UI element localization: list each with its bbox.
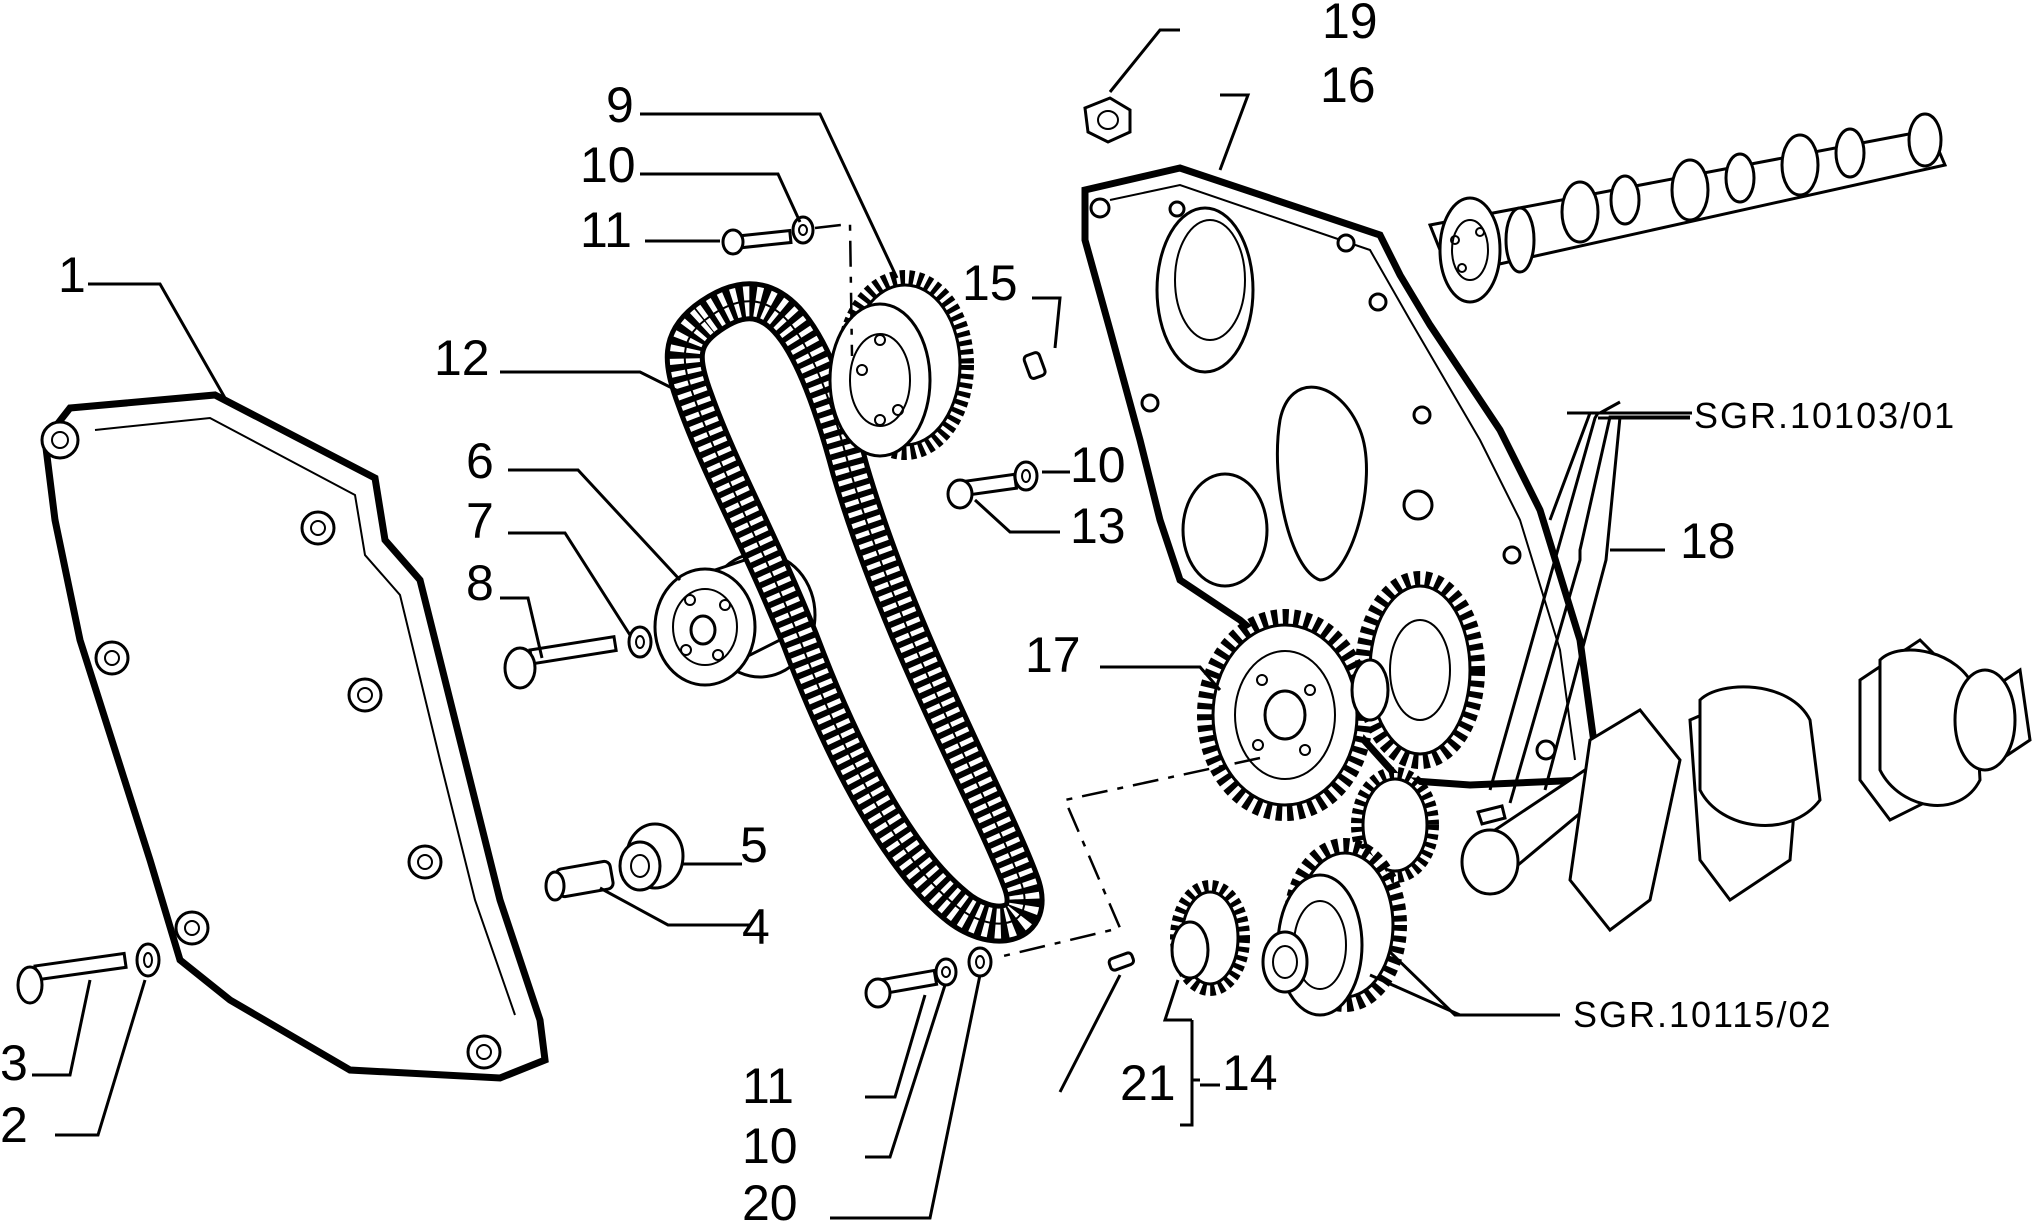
- label-sgr-10115: SGR.10115/02: [1573, 994, 1833, 1035]
- label-10-mid: 10: [1070, 437, 1126, 493]
- bolt-3: [16, 951, 128, 1005]
- bolt-8: [503, 634, 618, 690]
- label-4: 4: [742, 899, 770, 955]
- key-18: [1476, 804, 1507, 826]
- label-9: 9: [606, 77, 634, 133]
- label-13: 13: [1070, 498, 1126, 554]
- washer-2: [135, 942, 161, 978]
- pin-15: [1022, 351, 1047, 380]
- part-labels: 1 2 3 4 5 6 7 8 9 10 11 12 15 10 13 19 1…: [0, 0, 1956, 1223]
- label-2: 2: [0, 1097, 28, 1153]
- label-8: 8: [466, 555, 494, 611]
- label-16: 16: [1320, 57, 1376, 113]
- camshaft-pulley-9: [828, 270, 974, 460]
- washer-20: [967, 946, 993, 978]
- gear-sgr-10103: [1350, 571, 1485, 769]
- gear-17: [1197, 609, 1373, 821]
- pin-21: [1107, 951, 1136, 972]
- label-10-bottom: 10: [742, 1118, 798, 1174]
- washer-7: [627, 625, 653, 659]
- label-6: 6: [466, 433, 494, 489]
- washer-10-bottom: [934, 957, 958, 987]
- alignment-lines: [814, 222, 1261, 960]
- label-10-top: 10: [580, 137, 636, 193]
- label-15: 15: [962, 255, 1018, 311]
- gear-14: [1170, 880, 1250, 996]
- crankshaft: [1460, 638, 2032, 933]
- front-cover: [40, 391, 549, 1082]
- label-19: 19: [1322, 0, 1378, 49]
- label-11-top: 11: [580, 202, 632, 258]
- leader-lines: [32, 28, 1692, 1220]
- label-5: 5: [740, 817, 768, 873]
- gear-sgr-10115: [1261, 767, 1439, 1017]
- bushing-5: [618, 822, 685, 892]
- bolt-13: [946, 472, 1019, 510]
- label-17: 17: [1025, 627, 1081, 683]
- timing-belt-12: [664, 281, 1045, 944]
- label-20: 20: [742, 1175, 798, 1223]
- washer-10-mid: [1013, 460, 1039, 492]
- label-21: 21: [1120, 1055, 1176, 1111]
- label-18: 18: [1680, 513, 1736, 569]
- spacer-4: [544, 859, 615, 902]
- washer-10-top: [791, 215, 815, 245]
- camshaft: [1427, 112, 1948, 304]
- label-14: 14: [1222, 1045, 1278, 1101]
- bolt-11-top: [721, 228, 793, 256]
- label-1: 1: [58, 247, 86, 303]
- label-11-bottom: 11: [742, 1058, 794, 1114]
- nut-19: [1083, 96, 1132, 144]
- label-7: 7: [466, 493, 494, 549]
- label-12: 12: [434, 330, 490, 386]
- label-sgr-10103: SGR.10103/01: [1694, 395, 1956, 436]
- bolt-11-bottom: [864, 968, 939, 1009]
- label-3: 3: [0, 1035, 28, 1091]
